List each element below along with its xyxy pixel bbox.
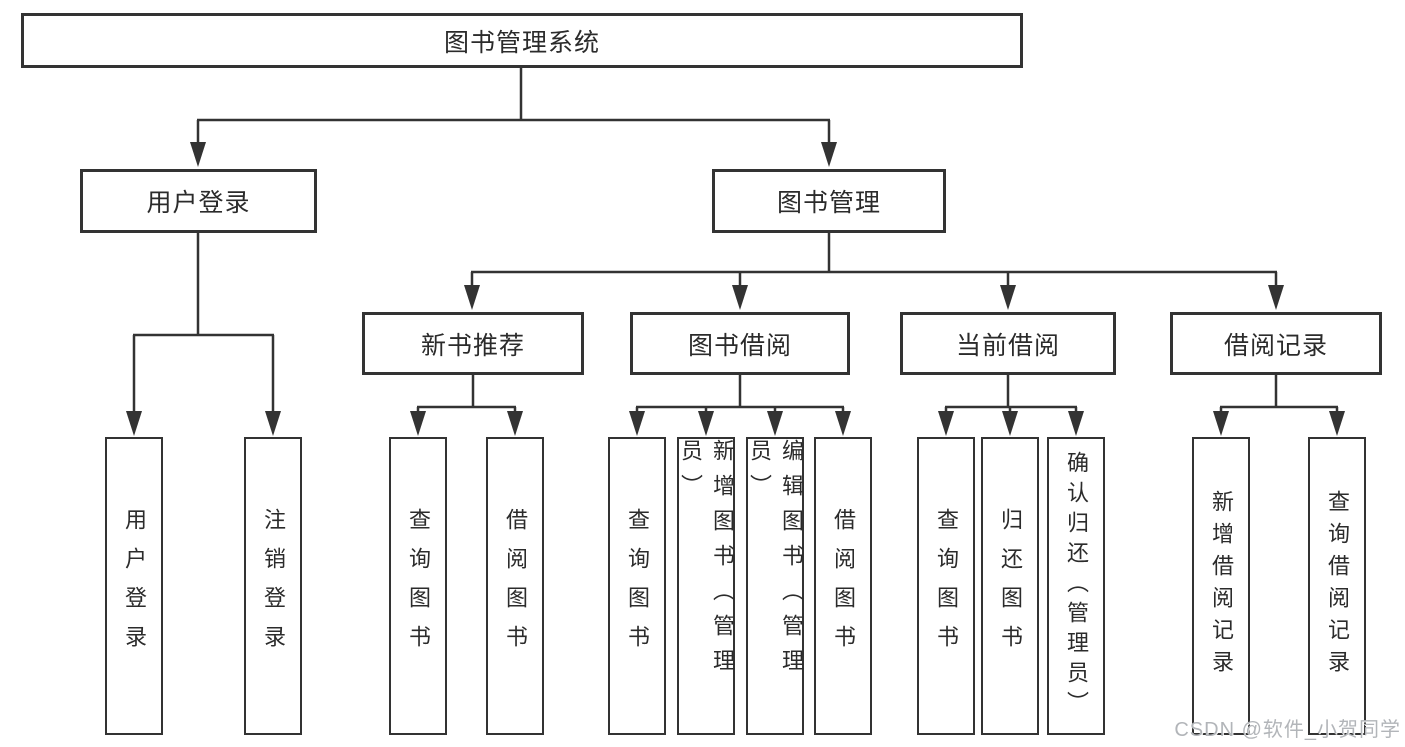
node-library-management-system: 图书管理系统	[21, 13, 1023, 68]
node-return-books: 归还图书	[981, 437, 1039, 735]
node-borrow-books-2: 借阅图书	[814, 437, 872, 735]
node-query-borrow-record: 查询借阅记录	[1308, 437, 1366, 735]
node-user-login: 用户登录	[80, 169, 317, 233]
node-book-management: 图书管理	[712, 169, 946, 233]
node-current-borrowing: 当前借阅	[900, 312, 1116, 375]
csdn-watermark: CSDN @软件_小贺同学	[1174, 719, 1401, 741]
node-edit-books-admin: 编辑图书（管理员）	[746, 437, 804, 735]
node-confirm-return-admin: 确认归还（管理员）	[1047, 437, 1105, 735]
node-add-books-admin: 新增图书（管理员）	[677, 437, 735, 735]
node-query-books-1: 查询图书	[389, 437, 447, 735]
node-add-borrow-record: 新增借阅记录	[1192, 437, 1250, 735]
node-query-books-3: 查询图书	[917, 437, 975, 735]
node-new-book-recommend: 新书推荐	[362, 312, 584, 375]
node-borrow-books-1: 借阅图书	[486, 437, 544, 735]
node-user-login-leaf: 用户登录	[105, 437, 163, 735]
node-borrowing-records: 借阅记录	[1170, 312, 1382, 375]
node-book-borrowing: 图书借阅	[630, 312, 850, 375]
arrowheads	[126, 142, 1345, 436]
node-query-books-2: 查询图书	[608, 437, 666, 735]
node-logout: 注销登录	[244, 437, 302, 735]
